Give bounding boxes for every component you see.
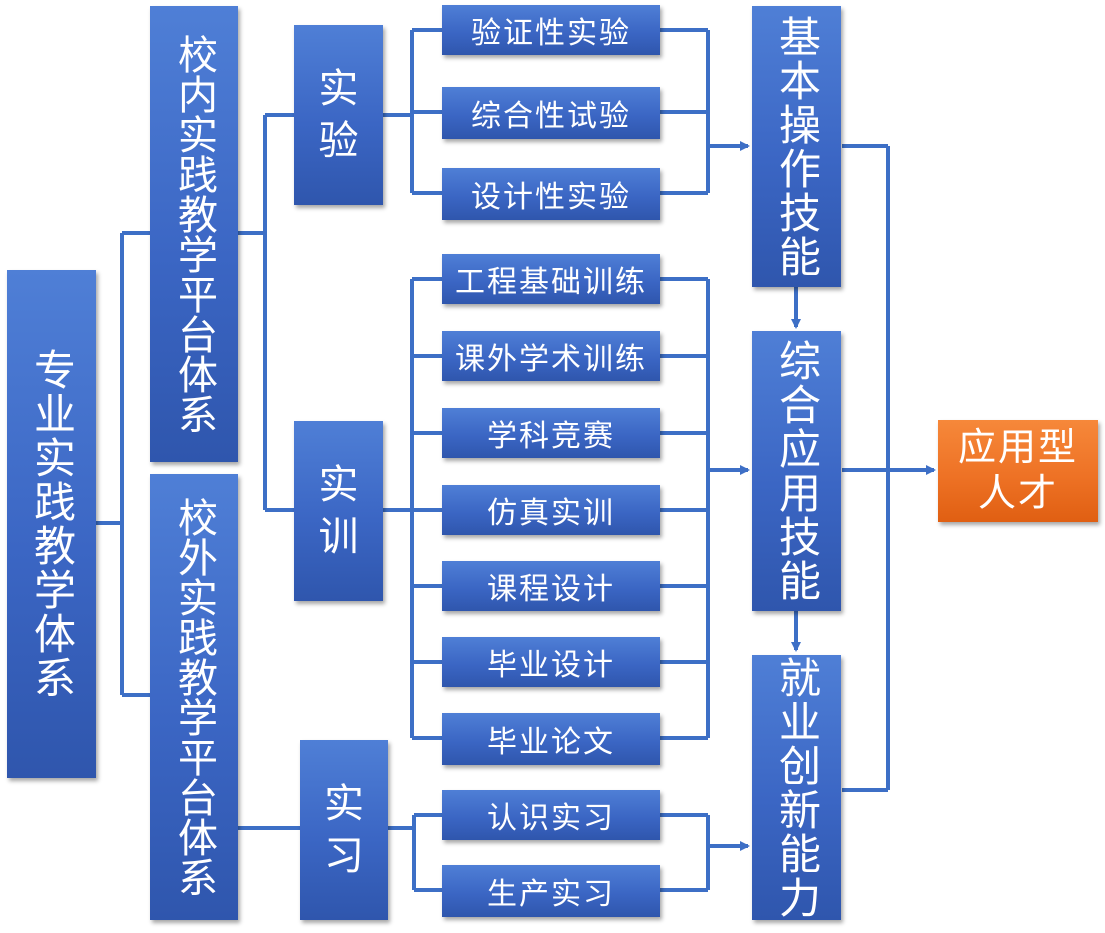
training-item-label: 仿真实训 (487, 496, 615, 531)
internship-item-node: 生产实习 (442, 865, 660, 917)
training-category-node: 实 训 (294, 421, 383, 601)
root-node: 专业实践教学体系 (7, 270, 96, 778)
experiment-to-items-connector (383, 28, 442, 195)
basic-skills-label: 基本操作技能 (772, 14, 822, 279)
internship-item-label: 生产实习 (487, 877, 615, 912)
training-item-node: 工程基础训练 (442, 254, 660, 304)
training-to-items-connector (383, 277, 442, 740)
experiment-category-node: 实 验 (294, 25, 383, 205)
training-item-node: 毕业设计 (442, 637, 660, 687)
training-item-label: 毕业论文 (487, 725, 615, 760)
internship-item-node: 认识实习 (442, 790, 660, 840)
training-item-label: 课程设计 (487, 572, 615, 607)
outcome-label: 应用型 人才 (957, 425, 1078, 515)
skills-to-outcome-connector (842, 144, 890, 792)
experiment-item-node: 设计性实验 (442, 168, 660, 220)
innovation-skills-node: 就业创新能力 (752, 655, 841, 920)
experiment-item-label: 验证性实验 (471, 16, 631, 51)
training-item-node: 毕业论文 (442, 713, 660, 765)
training-category-label: 实 训 (318, 462, 359, 560)
innovation-skills-label: 就业创新能力 (772, 655, 822, 920)
basic-skills-node: 基本操作技能 (752, 6, 841, 287)
training-item-node: 课外学术训练 (442, 331, 660, 381)
experiment-item-node: 验证性实验 (442, 5, 660, 55)
root-to-platforms-connector (96, 231, 150, 697)
internship-items-merge-connector (660, 813, 710, 892)
training-item-label: 毕业设计 (487, 648, 615, 683)
internal-platform-label: 校内实践教学平台体系 (171, 34, 217, 434)
experiment-items-merge-connector (660, 28, 710, 195)
internship-category-node: 实 习 (300, 740, 388, 920)
comprehensive-skills-label: 综合应用技能 (772, 339, 822, 603)
internal-platform-node: 校内实践教学平台体系 (150, 6, 238, 462)
training-item-node: 仿真实训 (442, 485, 660, 535)
training-item-node: 课程设计 (442, 561, 660, 611)
experiment-item-label: 综合性试验 (471, 99, 631, 134)
internship-category-label: 实 习 (324, 781, 364, 879)
training-item-label: 学科竞赛 (487, 419, 615, 454)
training-item-label: 工程基础训练 (455, 265, 647, 300)
comprehensive-skills-node: 综合应用技能 (752, 331, 841, 611)
experiment-item-label: 设计性实验 (471, 180, 631, 215)
external-platform-label: 校外实践教学平台体系 (171, 497, 217, 897)
outcome-node: 应用型 人才 (938, 420, 1098, 522)
training-item-label: 课外学术训练 (455, 342, 647, 377)
external-platform-node: 校外实践教学平台体系 (150, 474, 238, 920)
experiment-item-node: 综合性试验 (442, 87, 660, 139)
root-label: 专业实践教学体系 (27, 348, 77, 700)
internship-item-label: 认识实习 (487, 801, 615, 836)
internal-to-categories-connector (238, 113, 294, 512)
internship-to-items-connector (388, 813, 442, 892)
experiment-category-label: 实 验 (318, 66, 359, 164)
training-items-merge-connector (660, 277, 710, 740)
training-item-node: 学科竞赛 (442, 408, 660, 458)
